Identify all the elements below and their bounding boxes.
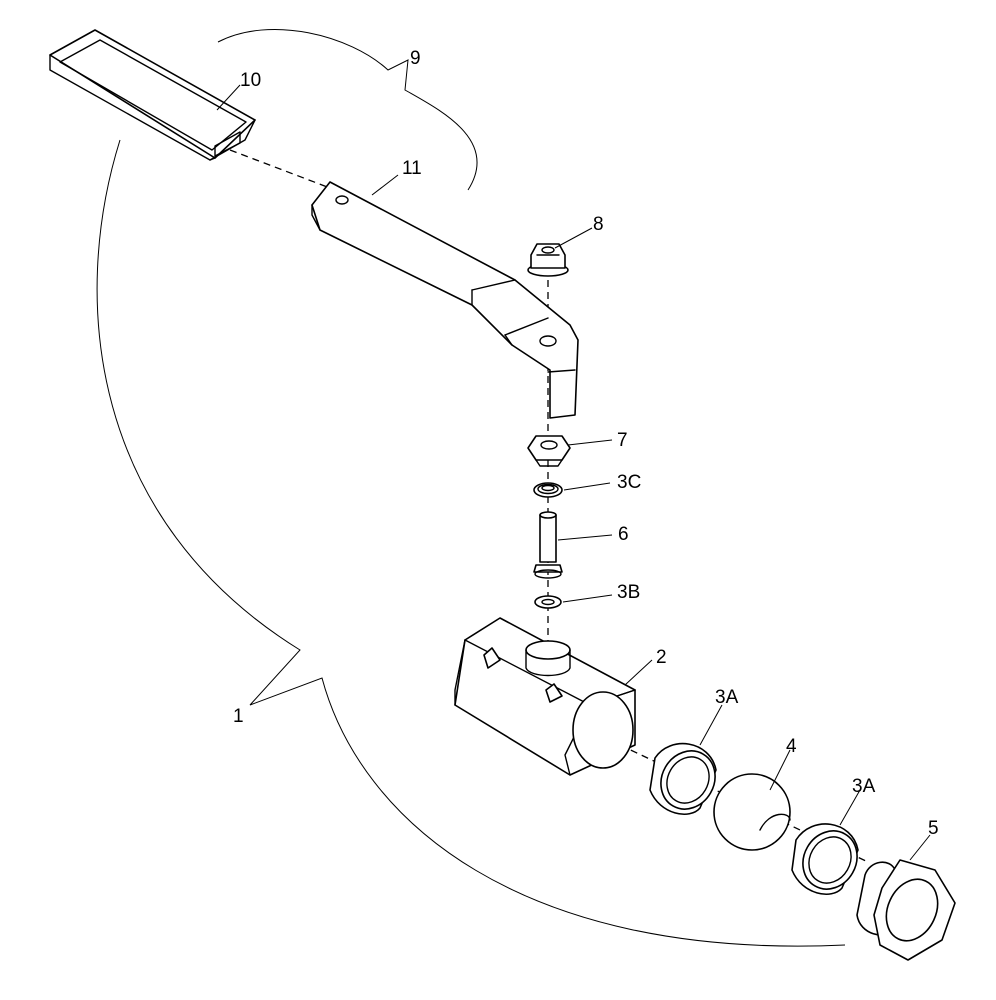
part-8-flange-nut — [527, 243, 569, 277]
part-7-hex-nut — [527, 435, 571, 467]
label-10: 10 — [240, 70, 261, 91]
axis-sleeve-to-lever — [229, 149, 331, 189]
label-7: 7 — [617, 430, 628, 451]
leader-lines — [216, 84, 931, 861]
part-3b-thrust-washer — [534, 595, 562, 609]
part-4-ball — [713, 773, 791, 851]
label-3b: 3B — [617, 582, 640, 603]
part-3a-seat-ring-right — [791, 823, 859, 896]
part-3c-packing-washer — [533, 482, 563, 498]
label-9: 9 — [410, 48, 421, 69]
label-11: 11 — [402, 158, 422, 179]
assembly-bracket-1 — [96, 139, 846, 947]
handle-bracket-9 — [217, 29, 478, 191]
label-3c: 3C — [617, 472, 641, 493]
part-6-stem — [533, 511, 563, 579]
part-5-end-fitting — [856, 859, 956, 961]
label-6: 6 — [618, 524, 629, 545]
part-3a-seat-ring-left — [649, 742, 717, 816]
label-3a-left: 3A — [715, 687, 739, 708]
part-11-lever — [311, 181, 579, 419]
label-5: 5 — [928, 818, 939, 839]
label-8: 8 — [593, 214, 604, 235]
label-4: 4 — [786, 736, 797, 757]
part-2-valve-body — [454, 617, 636, 776]
label-2: 2 — [656, 647, 667, 668]
label-3a-right: 3A — [852, 776, 876, 797]
label-1: 1 — [233, 706, 244, 727]
part-10-handle-sleeve — [49, 29, 256, 161]
